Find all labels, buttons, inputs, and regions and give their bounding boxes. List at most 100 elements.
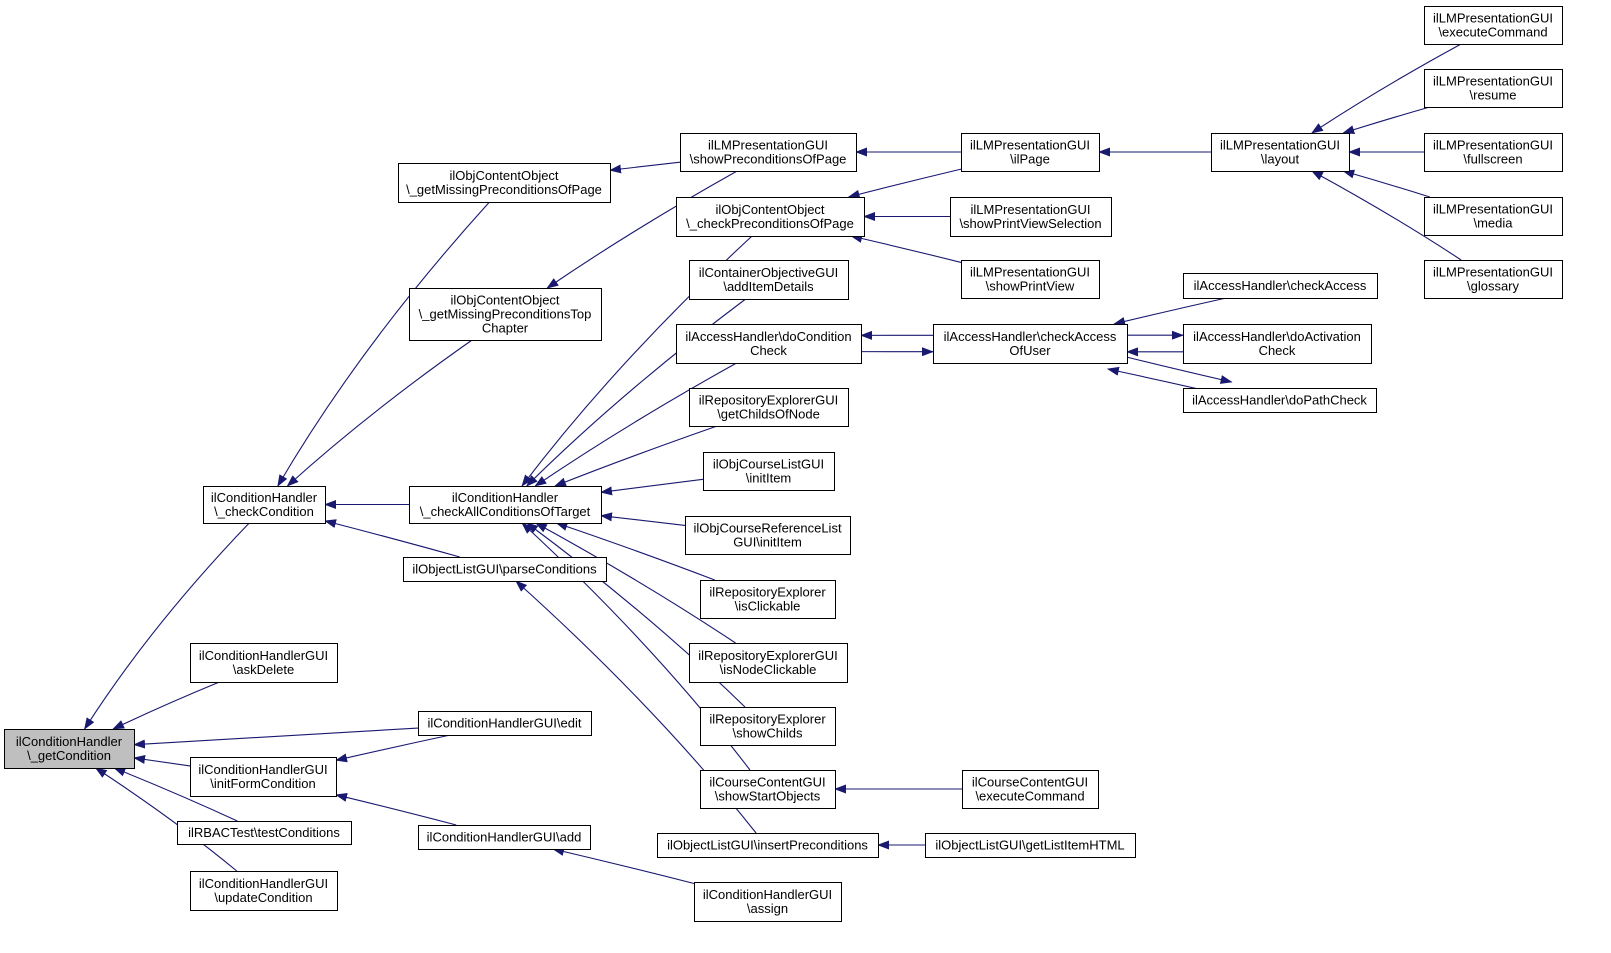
node-objcontent-checkprecond[interactable]: ilObjContentObject\_checkPreconditionsOf… [676,197,865,237]
edge-lmpres_ilpage-to-objcontent_checkprecond [847,168,962,199]
node-access-dopath[interactable]: ilAccessHandler\doPathCheck [1183,388,1377,413]
node-access-check[interactable]: ilAccessHandler\checkAccess [1183,273,1378,299]
node-box [933,324,1128,364]
node-label-line: \initItem [746,471,792,486]
edge-objcontent_missing_top-to-ch_check [286,339,473,487]
node-label-line: ilConditionHandlerGUI [198,762,327,777]
edges-layer [84,43,1462,885]
edge-lmpres_media-to-lmpres_layout [1342,169,1430,198]
node-label-line: ilObjectListGUI\insertPreconditions [667,838,868,853]
node-box [689,643,848,683]
node-chgui-add[interactable]: ilConditionHandlerGUI\add [418,825,591,850]
edge-chgui_edit-to-root [133,727,419,749]
edge-objcontent_missing_page-to-ch_check [277,201,490,487]
node-label-line: \showPreconditionsOfPage [690,152,847,167]
edge-lmpres_glossary-to-lmpres_layout [1310,170,1462,261]
node-chgui-assign[interactable]: ilConditionHandlerGUI\assign [694,882,842,922]
node-objlist-parse[interactable]: ilObjectListGUI\parseConditions [403,557,607,582]
node-box [1424,197,1563,236]
node-ch-check[interactable]: ilConditionHandler\_checkCondition [203,486,326,524]
node-label-line: ilLMPresentationGUI [1433,202,1553,217]
node-box [680,133,857,172]
node-label-line: \_getMissingPreconditionsOfPage [406,182,602,197]
node-box [1183,273,1378,299]
node-box [403,557,607,582]
node-label-line: ilAccessHandler\doPathCheck [1192,393,1367,408]
node-label-line: ilObjContentObject [449,168,558,183]
node-objlist-getlist[interactable]: ilObjectListGUI\getListItemHTML [925,833,1136,858]
node-box [689,388,849,427]
node-rbac-test[interactable]: ilRBACTest\testConditions [177,821,352,845]
node-lmpres-glossary[interactable]: ilLMPresentationGUI\glossary [1424,260,1563,299]
edge-lmpres_showprecond-to-objcontent_missing_top [546,170,738,289]
node-lmpres-printview[interactable]: ilLMPresentationGUI\showPrintView [961,260,1100,299]
node-label-line: ilLMPresentationGUI [1433,11,1553,26]
node-label-line: \assign [747,901,788,916]
node-box [190,871,338,911]
node-lmpres-exec[interactable]: ilLMPresentationGUI\executeCommand [1424,6,1563,45]
node-coursecontent-exec[interactable]: ilCourseContentGUI\executeCommand [962,770,1099,809]
node-label-line: ilRepositoryExplorerGUI [698,648,837,663]
node-label-line: Chapter [482,321,529,336]
node-box [676,197,865,237]
node-container-additem[interactable]: ilContainerObjectiveGUI\addItemDetails [689,260,849,300]
node-ch-checkall[interactable]: ilConditionHandler\_checkAllConditionsOf… [409,486,602,524]
node-coursecontent-start[interactable]: ilCourseContentGUI\showStartObjects [700,770,836,809]
node-lmpres-resume[interactable]: ilLMPresentationGUI\resume [1424,69,1563,108]
node-repexpgui-nodeclick[interactable]: ilRepositoryExplorerGUI\isNodeClickable [689,643,848,683]
node-lmpres-ilpage[interactable]: ilLMPresentationGUI\ilPage [961,133,1100,172]
node-label-line: \initFormCondition [210,776,316,791]
node-repexp-clickable[interactable]: ilRepositoryExplorer\isClickable [700,580,836,619]
node-label-line: \askDelete [233,662,294,677]
node-chgui-update[interactable]: ilConditionHandlerGUI\updateCondition [190,871,338,911]
node-repexp-showchilds[interactable]: ilRepositoryExplorer\showChilds [700,707,836,746]
node-label-line: \showPrintViewSelection [959,216,1101,231]
node-label-line: ilConditionHandlerGUI [199,876,328,891]
node-chgui-initform[interactable]: ilConditionHandlerGUI\initFormCondition [190,757,337,797]
node-box [1424,260,1563,299]
node-chgui-askdelete[interactable]: ilConditionHandlerGUI\askDelete [190,643,338,683]
node-lmpres-printsel[interactable]: ilLMPresentationGUI\showPrintViewSelecti… [950,197,1112,237]
node-label-line: ilConditionHandlerGUI\add [427,830,582,845]
node-lmpres-media[interactable]: ilLMPresentationGUI\media [1424,197,1563,236]
node-box [1211,133,1350,172]
node-lmpres-fullscreen[interactable]: ilLMPresentationGUI\fullscreen [1424,133,1563,172]
node-label-line: ilContainerObjectiveGUI [699,265,838,280]
node-objcontent-missing-page[interactable]: ilObjContentObject\_getMissingPreconditi… [398,163,611,203]
node-lmpres-layout[interactable]: ilLMPresentationGUI\layout [1211,133,1350,172]
node-box [418,711,592,736]
node-label-line: ilCourseContentGUI [709,775,825,790]
node-lmpres-showprecond[interactable]: ilLMPresentationGUI\showPreconditionsOfP… [680,133,857,172]
node-root[interactable]: ilConditionHandler\_getCondition [4,729,135,769]
node-label-line: \isClickable [735,599,801,614]
node-objcontent-missing-top[interactable]: ilObjContentObject\_getMissingPreconditi… [409,288,602,341]
node-chgui-edit[interactable]: ilConditionHandlerGUI\edit [418,711,592,736]
node-label-line: ilRBACTest\testConditions [188,825,340,840]
node-label-line: ilLMPresentationGUI [1220,138,1340,153]
node-box [700,707,836,746]
node-box [418,825,591,850]
node-label-line: ilLMPresentationGUI [970,138,1090,153]
node-box [177,821,352,845]
node-label-line: ilObjectListGUI\getListItemHTML [935,838,1124,853]
node-box [190,643,338,683]
node-label-line: ilLMPresentationGUI [1433,265,1553,280]
node-label-line: ilAccessHandler\checkAccess [944,329,1117,344]
node-label-line: ilLMPresentationGUI [970,265,1090,280]
edge-repexpgui_nodeclick-to-ch_checkall [534,522,736,644]
node-box [925,833,1136,858]
node-label-line: \fullscreen [1463,152,1522,167]
node-label-line: ilCourseContentGUI [972,775,1088,790]
node-objcourselist-init[interactable]: ilObjCourseListGUI\initItem [703,452,835,491]
edge-lmpres_exec-to-lmpres_layout [1311,43,1462,134]
node-repexpgui-getchilds[interactable]: ilRepositoryExplorerGUI\getChildsOfNode [689,388,849,427]
node-label-line: \resume [1470,88,1517,103]
node-label-line: ilConditionHandlerGUI [199,648,328,663]
node-box [1424,133,1563,172]
edge-objcourselist_init-to-ch_checkall [600,478,704,496]
node-objlist-insert[interactable]: ilObjectListGUI\insertPreconditions [657,833,879,858]
